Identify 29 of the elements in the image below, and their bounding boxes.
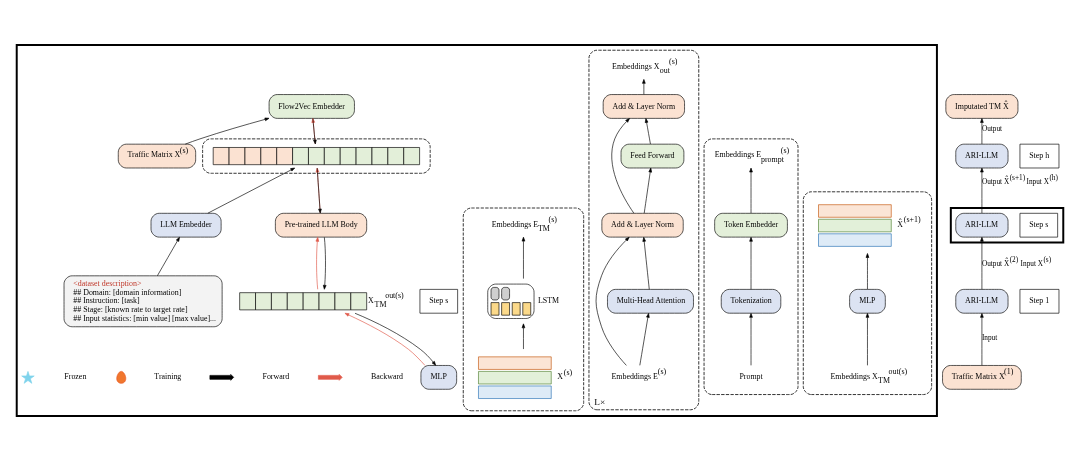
arrow — [521, 236, 526, 279]
arrow — [184, 117, 270, 144]
arrow — [749, 167, 753, 213]
arrow — [354, 312, 436, 366]
arrow — [595, 236, 630, 366]
arrow — [521, 323, 526, 349]
cluster — [802, 190, 933, 395]
arrow — [639, 312, 650, 366]
arrow — [980, 117, 984, 144]
arrow — [865, 312, 870, 366]
arrow — [315, 236, 320, 290]
arrow — [157, 236, 180, 276]
cluster — [462, 207, 585, 411]
cluster — [15, 43, 938, 417]
arrow — [642, 78, 646, 95]
arrow — [980, 167, 984, 213]
arrow — [643, 167, 652, 213]
arrow — [980, 236, 984, 290]
arrow — [865, 252, 870, 290]
arrow — [749, 312, 753, 366]
arrow — [611, 117, 635, 213]
arrow — [344, 312, 426, 366]
arrow — [749, 236, 753, 290]
arrow — [980, 312, 984, 366]
arrow — [323, 236, 327, 290]
arrow — [207, 167, 296, 213]
arrow — [644, 117, 651, 144]
cluster — [703, 138, 799, 395]
arrow — [642, 236, 650, 290]
